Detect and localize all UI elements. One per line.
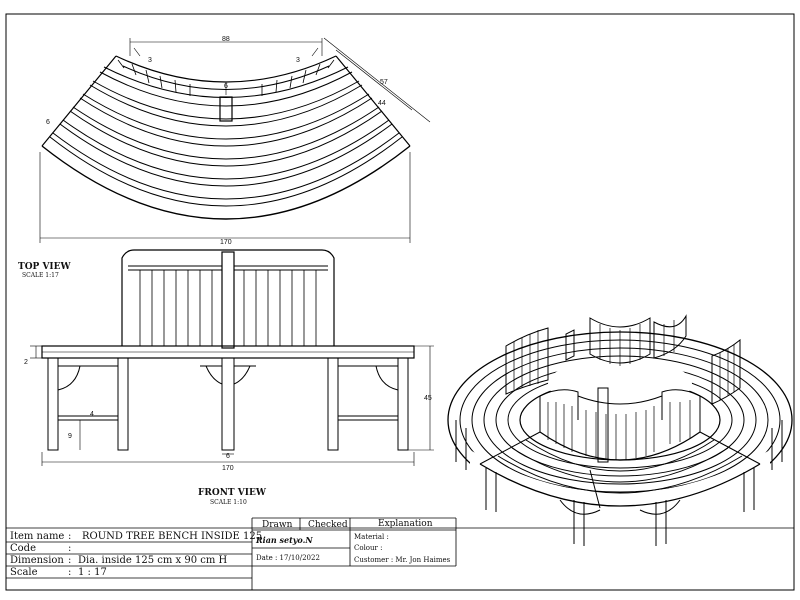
customer-text: Customer : Mr. Jon Haimes [354,556,451,564]
front-view-dimensions [30,345,434,466]
item-name-label: Item name [10,531,64,542]
dim-seat-thickness: 2 [24,359,28,366]
code-label: Code [10,543,36,554]
dim-height: 45 [424,395,432,402]
scale-colon: : [68,567,71,578]
code-colon: : [68,543,71,554]
top-view-title: TOP VIEW [18,262,71,272]
material-text: Material : [354,533,389,541]
scale-value: 1 : 17 [78,567,107,578]
dimension-colon: : [68,555,71,566]
top-view-scale: SCALE 1:17 [22,272,59,279]
drawn-by-signature: Rian setyo.N [255,535,313,545]
sheet-border [5,13,795,591]
drawn-header: Drawn [262,520,293,530]
dim-stretcher: 4 [90,411,94,418]
scale-label: Scale [10,567,38,578]
dim-top-total-width: 170 [220,239,232,246]
dim-slat: 6 [46,119,50,126]
top-view-drawing [41,55,411,220]
front-view-scale: SCALE 1:10 [210,499,247,506]
dim-stretcher-height: 9 [68,433,72,440]
dimension-label: Dimension [10,555,64,566]
dim-center-leg: 6 [226,453,230,460]
dim-top-width: 88 [222,36,230,43]
dimension-value: Dia. inside 125 cm x 90 cm H [78,555,228,566]
dim-front-total-width: 170 [222,465,234,472]
item-name-colon: : [68,531,71,542]
colour-text: Colour : [354,544,382,552]
front-view-title: FRONT VIEW [198,488,267,498]
perspective-view-drawing [447,314,793,546]
date-text: Date : 17/10/2022 [256,554,320,562]
dim-outer-depth: 57 [380,79,388,86]
dim-center-gap: 6 [224,83,228,90]
explanation-header: Explanation [378,519,433,529]
front-view-drawing [41,249,415,451]
dim-gap-left: 3 [148,57,152,64]
top-view-dimensions [39,37,431,243]
title-block-lines [6,517,794,590]
dim-inner-depth: 44 [378,100,386,107]
dim-gap-right: 3 [296,57,300,64]
checked-header: Checked [308,520,348,530]
item-name-value: ROUND TREE BENCH INSIDE 125 [82,531,262,542]
